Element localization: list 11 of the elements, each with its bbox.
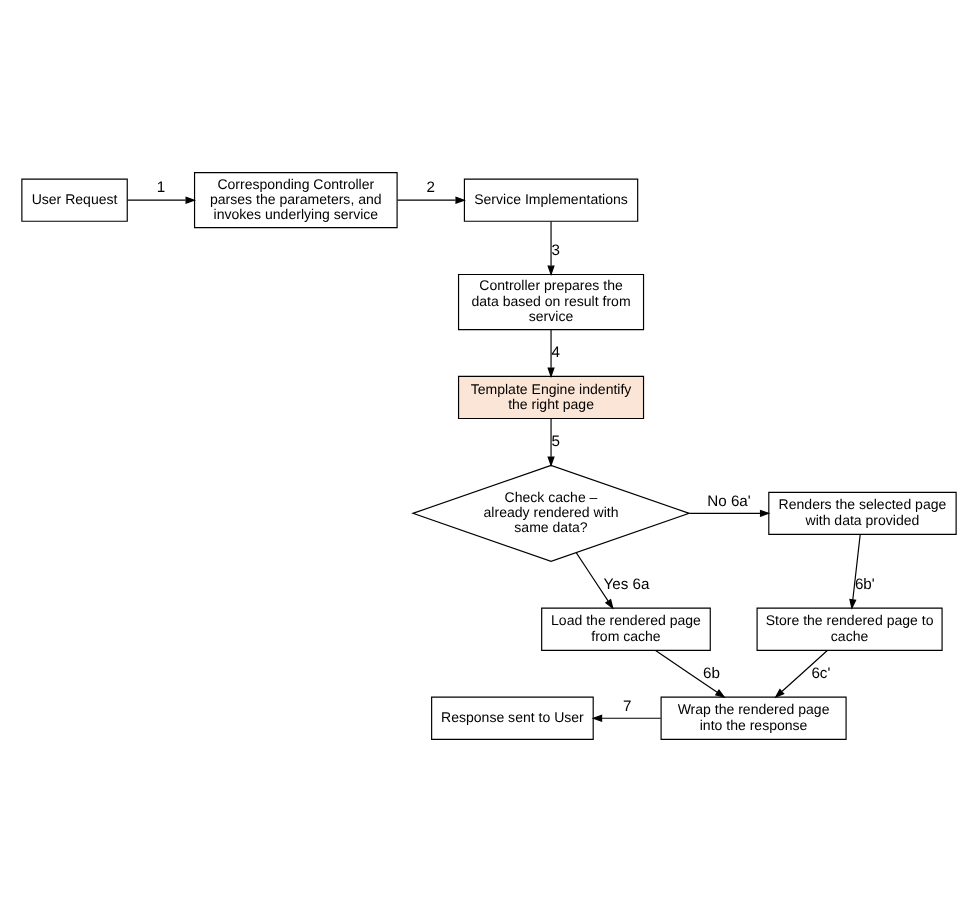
- arrow: [655, 648, 726, 698]
- arrow: [547, 328, 555, 378]
- arrow: [547, 417, 555, 466]
- arrow: [591, 713, 662, 721]
- arrow: [126, 195, 197, 203]
- arrow: [688, 508, 771, 517]
- arrow: [547, 219, 555, 276]
- arrow: [575, 551, 614, 609]
- arrow: [849, 533, 861, 609]
- arrow: [396, 195, 466, 203]
- arrow: [774, 648, 828, 698]
